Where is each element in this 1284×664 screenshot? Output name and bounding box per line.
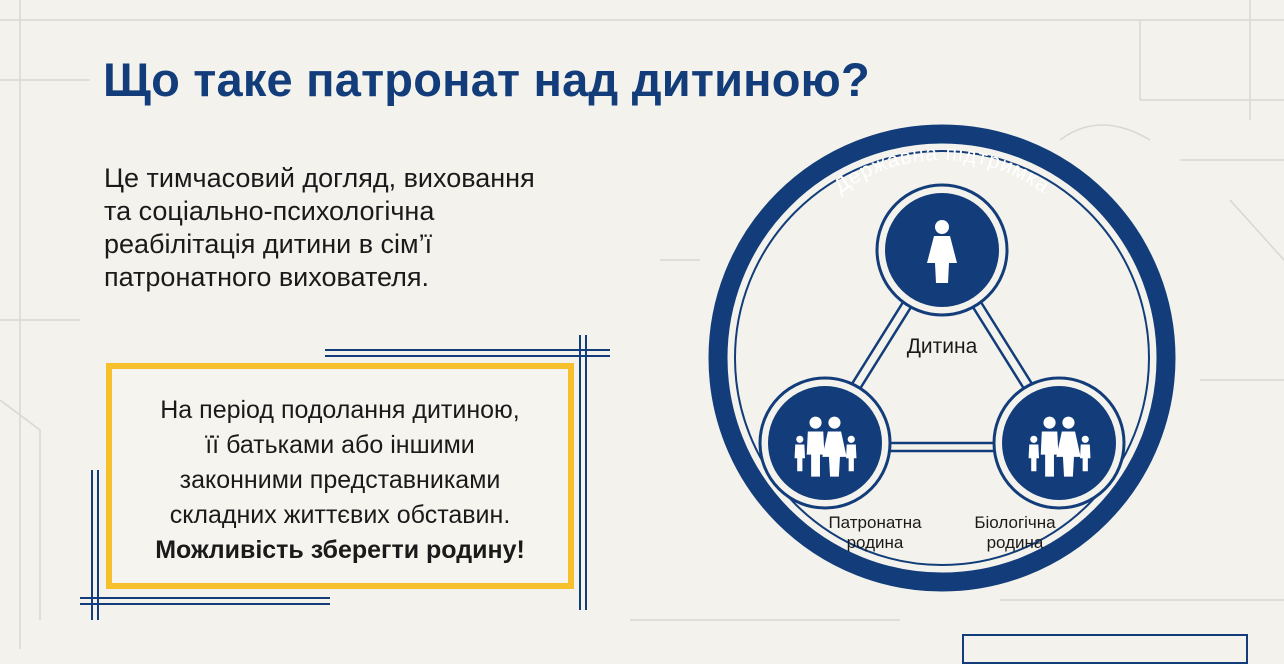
foster-label-line: родина [846, 533, 904, 552]
corner-frame [962, 634, 1248, 664]
callout-line: її батьками або іншими [205, 431, 475, 459]
description-line: Це тимчасовий догляд, виховання [104, 163, 535, 193]
child-label: Дитина [872, 335, 1012, 359]
callout-emphasis: Можливість зберегти родину! [155, 536, 525, 564]
description-line: реабілітація дитини в сім’ї [104, 229, 433, 259]
background-lines [0, 0, 1284, 649]
child-label-text: Дитина [906, 335, 978, 358]
triangle-connectors [848, 298, 1036, 453]
child-icon [927, 220, 957, 283]
foster-label-line: Патронатна [828, 513, 922, 532]
description-line: та соціально-психологічна [104, 196, 435, 226]
state-support-ring [708, 124, 1176, 592]
biological-family-label: Біологічна родина [940, 513, 1090, 553]
support-diagram: Державна підтримка [708, 124, 1176, 592]
callout-line: На період подолання дитиною, [160, 396, 520, 424]
biological-label-line: Біологічна [974, 513, 1056, 532]
callout-text: На період подолання дитиною, її батьками… [106, 393, 574, 568]
page-title: Що таке патронат над дитиною? [103, 53, 870, 106]
callout-frame [106, 363, 574, 589]
foster-family-node [758, 376, 892, 510]
biological-label-line: родина [986, 533, 1044, 552]
child-node [875, 183, 1009, 317]
callout-line: складних життєвих обставин. [169, 501, 511, 529]
callout-line: законними представниками [179, 466, 501, 494]
biological-family-node [992, 376, 1126, 510]
description-text: Це тимчасовий догляд, виховання та соціа… [104, 162, 644, 294]
foster-family-label: Патронатна родина [800, 513, 950, 553]
description-line: патронатного вихователя. [104, 262, 430, 292]
